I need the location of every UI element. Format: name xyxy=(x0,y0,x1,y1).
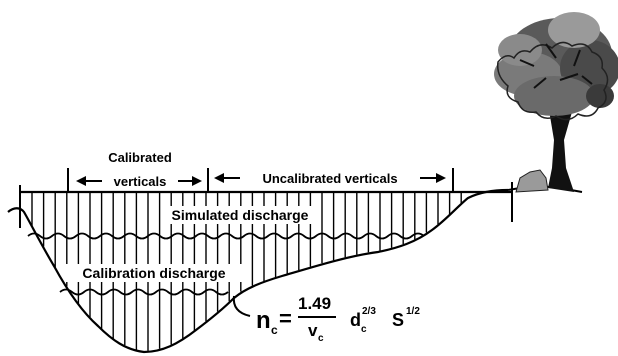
calibrated-label-line2: verticals xyxy=(114,174,167,189)
uncalibrated-label: Uncalibrated verticals xyxy=(262,171,397,186)
eq-equals: = xyxy=(279,306,292,331)
eq-lhs-sub: c xyxy=(271,323,278,337)
uncalibrated-arrowhead-right xyxy=(436,173,446,183)
equation-leader xyxy=(234,296,250,316)
tree-root-rocks xyxy=(516,170,548,192)
tree-foliage xyxy=(494,12,618,120)
simulated-discharge-label: Simulated discharge xyxy=(172,207,309,223)
calibration-discharge-wave xyxy=(60,290,228,295)
eq-depth-sub: c xyxy=(361,324,367,335)
manning-equation: n c = 1.49 v c d c 2/3 S 1/2 xyxy=(252,290,448,346)
calibrated-arrowhead-right xyxy=(192,176,202,186)
calibrated-label-line1: Calibrated xyxy=(108,150,172,165)
eq-denominator-sub: c xyxy=(318,333,324,344)
eq-slope-base: S xyxy=(392,310,404,330)
tree-icon xyxy=(494,12,618,192)
eq-slope-exp: 1/2 xyxy=(406,306,420,317)
eq-denominator-base: v xyxy=(308,321,318,340)
eq-depth-exp: 2/3 xyxy=(362,306,376,317)
uncalibrated-arrowhead-left xyxy=(214,173,224,183)
calibrated-arrowhead-left xyxy=(76,176,86,186)
calibration-discharge-label: Calibration discharge xyxy=(82,265,225,281)
eq-lhs-base: n xyxy=(256,307,271,334)
eq-numerator: 1.49 xyxy=(298,294,331,313)
eq-depth-base: d xyxy=(350,310,361,330)
simulated-discharge-wave xyxy=(28,234,424,239)
